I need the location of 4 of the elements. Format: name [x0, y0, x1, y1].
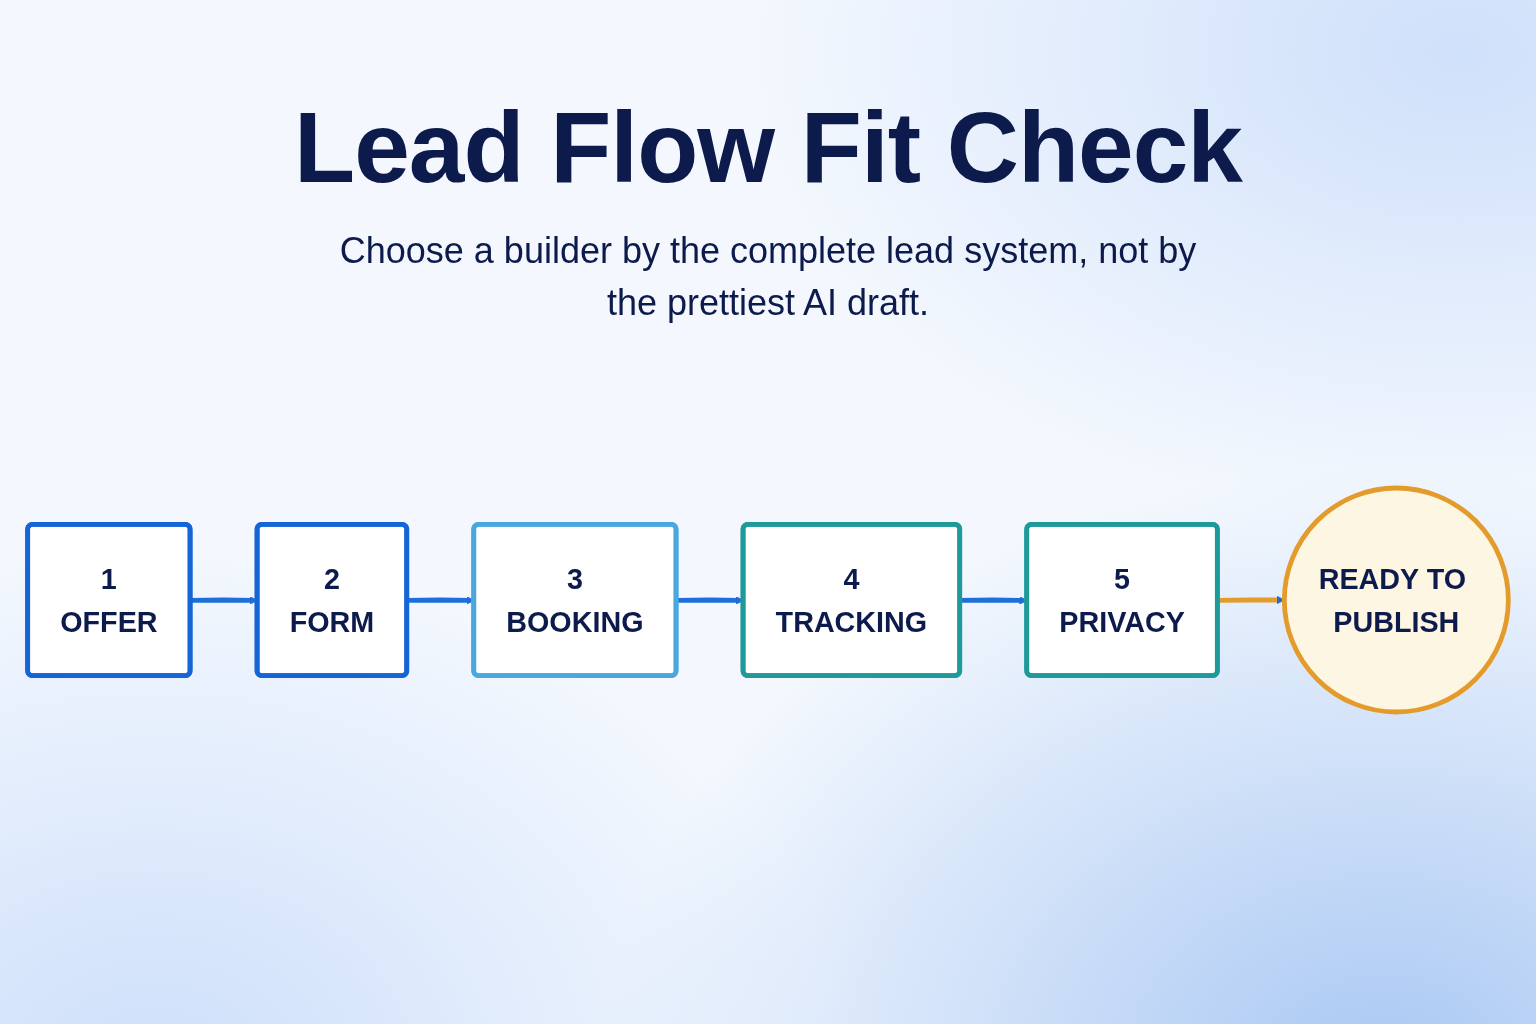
subtitle: Choose a builder by the complete lead system, not by the prettiest AI draft. [338, 229, 1198, 326]
title: Lead Flow Fit Check [294, 90, 1242, 205]
arrow [676, 596, 744, 605]
node-circle: READY TO PUBLISH [1281, 485, 1511, 715]
